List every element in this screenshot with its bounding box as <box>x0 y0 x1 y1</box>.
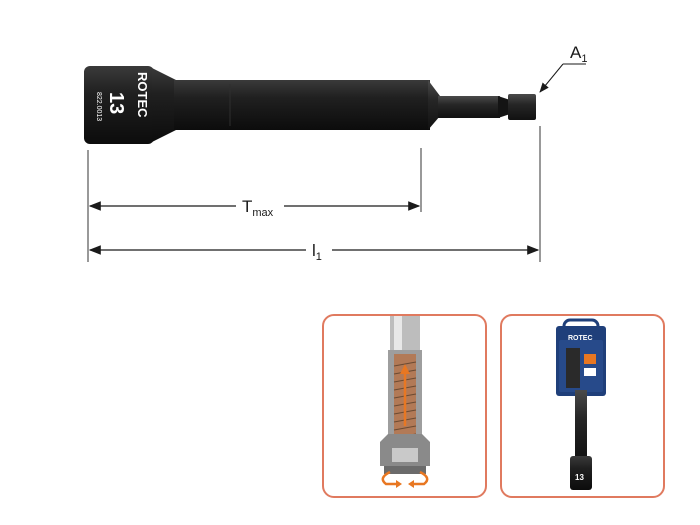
total-length-label: l1 <box>312 241 322 263</box>
tool-shaft <box>174 80 430 130</box>
cutaway-illustration <box>380 316 430 488</box>
package-tool-shaft <box>575 390 587 460</box>
package-brand-text: ROTEC <box>568 335 593 342</box>
hex-shank-label: A1 <box>570 43 587 65</box>
package-tool-socket <box>570 456 592 490</box>
hex-groove <box>498 96 510 118</box>
socket-head <box>84 66 154 144</box>
cutaway-detail-panel <box>322 314 487 498</box>
package-size-text: 13 <box>575 473 584 482</box>
rotation-arrow-right <box>414 470 429 486</box>
nut-setter-tool: ROTEC 13 822.0013 <box>84 66 536 144</box>
packaging-illustration: ROTEC 13 <box>556 318 606 490</box>
rotation-arrow-left <box>381 470 396 486</box>
hex-shank-tip <box>508 94 536 120</box>
socket-size-text: 13 <box>105 92 127 114</box>
hex-shank <box>438 96 500 118</box>
tmax-label: Tmax <box>242 197 274 219</box>
packaging-detail-panel: ROTEC 13 <box>500 314 665 498</box>
article-number-text: 822.0013 <box>95 92 102 121</box>
socket-taper <box>152 68 176 142</box>
shaft-neck <box>428 80 440 130</box>
socket-brand-text: ROTEC <box>135 72 150 118</box>
